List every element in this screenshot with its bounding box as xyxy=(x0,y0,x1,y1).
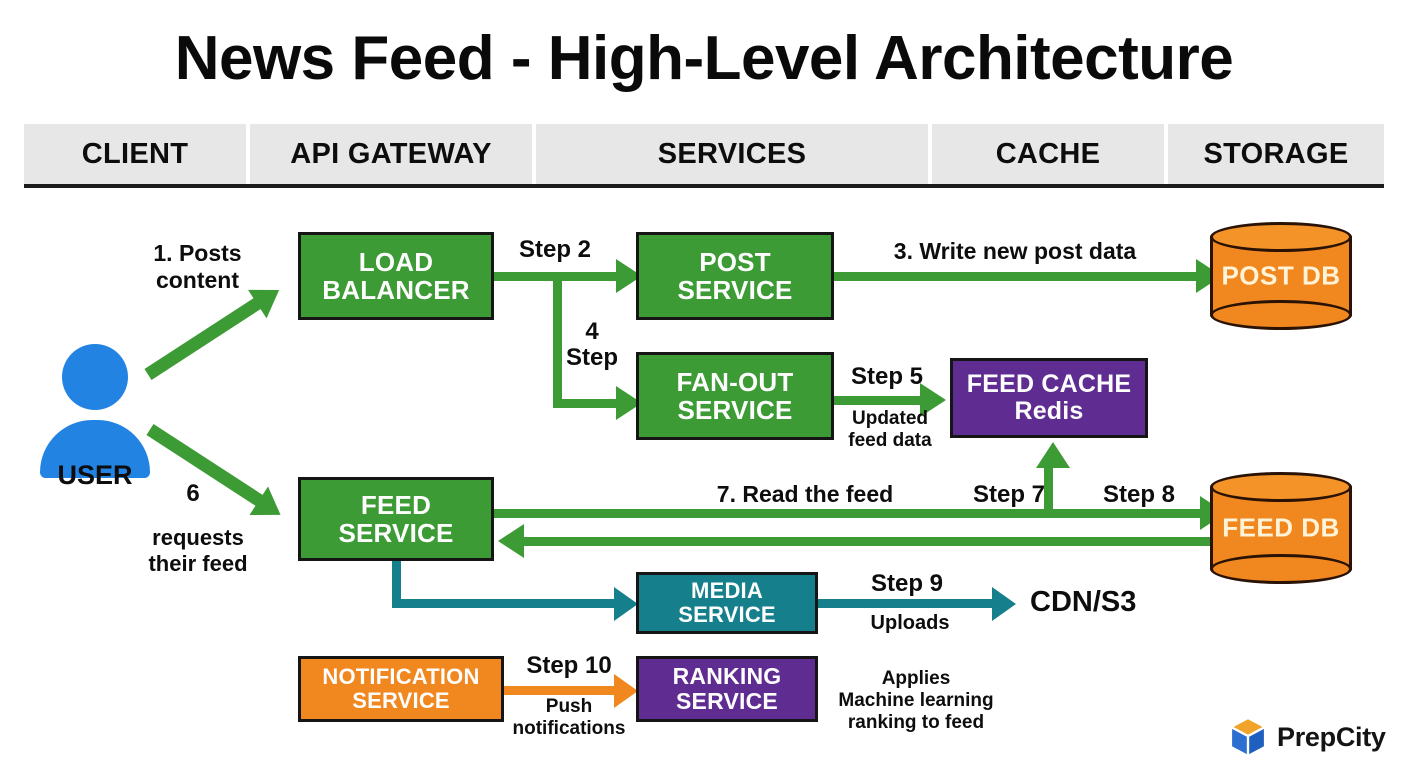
band-cell-services: SERVICES xyxy=(536,124,928,184)
label-push-notifications: Push notifications xyxy=(512,696,626,740)
node-media-service[interactable]: MEDIA SERVICE xyxy=(636,572,818,634)
label-posts-content: 1. Posts content xyxy=(153,240,242,293)
feed-db-top-ellipse xyxy=(1210,472,1352,502)
band-cell-storage: STORAGE xyxy=(1168,124,1384,184)
line-feed-service-to-feed-db xyxy=(494,509,1206,518)
label-requests-their-feed: requests their feed xyxy=(148,525,248,576)
avatar-user[interactable] xyxy=(40,344,150,478)
prepcity-cube-icon xyxy=(1228,716,1268,758)
line-lb-elbow-to-fanout xyxy=(553,399,616,408)
node-media-service-line1: MEDIA xyxy=(691,578,763,604)
band-cell-cache: CACHE xyxy=(932,124,1164,184)
label-step-5: Step 5 xyxy=(850,363,924,390)
arrowhead-media-service-icon xyxy=(614,587,638,621)
band-cell-api-gateway: API GATEWAY xyxy=(250,124,532,184)
line-lb-elbow-vertical xyxy=(553,272,562,408)
line-feed-service-elbow-to-media xyxy=(392,599,618,608)
node-ranking-service-line2: SERVICE xyxy=(676,688,778,714)
arrowhead-cdn-icon xyxy=(992,587,1016,621)
label-updated-feed-data: Updated feed data xyxy=(848,408,932,452)
header-underline xyxy=(24,184,1384,188)
node-media-service-line2: SERVICE xyxy=(678,602,776,627)
line-feed-db-to-feed-service xyxy=(524,537,1214,546)
label-step-10: Step 10 xyxy=(526,652,612,679)
label-ml-ranking: Applies Machine learning ranking to feed xyxy=(838,668,994,734)
label-step-4-number: 4 xyxy=(585,318,599,345)
node-post-service-line1: POST xyxy=(699,246,771,277)
node-notification-service-line1: NOTIFICATION xyxy=(322,664,480,690)
label-step-4-word: Step xyxy=(565,344,618,371)
line-media-to-cdn xyxy=(818,599,994,608)
node-feed-cache[interactable]: FEED CACHE Redis xyxy=(950,358,1148,438)
line-post-service-to-post-db xyxy=(834,272,1200,281)
arrowhead-feed-service-return-icon xyxy=(498,524,524,558)
arrowhead-icon xyxy=(249,486,291,529)
node-notification-service-line2: SERVICE xyxy=(352,688,450,713)
layer-header-band: CLIENT API GATEWAY SERVICES CACHE STORAG… xyxy=(24,124,1384,184)
arrowhead-feed-cache-icon xyxy=(920,383,946,417)
line-feed-db-path-to-cache xyxy=(1044,466,1053,518)
node-feed-cache-line1: FEED CACHE xyxy=(966,370,1132,398)
node-notification-service[interactable]: NOTIFICATION SERVICE xyxy=(298,656,504,722)
label-uploads: Uploads xyxy=(870,612,950,634)
node-feed-service-line1: FEED xyxy=(360,489,432,520)
label-step-2: Step 2 xyxy=(518,236,592,263)
arrowhead-ranking-icon xyxy=(614,674,638,708)
post-db-bottom-ellipse xyxy=(1210,300,1352,330)
post-db-top-ellipse xyxy=(1210,222,1352,252)
node-load-balancer-line1: LOAD xyxy=(358,246,434,277)
brand-name: PrepCity xyxy=(1277,721,1386,752)
brand-logo[interactable]: PrepCity xyxy=(1228,716,1386,758)
node-fanout-service-line2: SERVICE xyxy=(677,395,793,425)
node-ranking-service-line1: RANKING xyxy=(672,663,782,690)
user-label: USER xyxy=(57,460,133,490)
node-ranking-service[interactable]: RANKING SERVICE xyxy=(636,656,818,722)
label-read-the-feed: 7. Read the feed xyxy=(716,481,894,507)
label-write-new-post-data: 3. Write new post data xyxy=(893,238,1137,264)
band-cell-client: CLIENT xyxy=(24,124,246,184)
node-post-service-line2: SERVICE xyxy=(677,275,793,305)
line-feed-service-elbow-vertical xyxy=(392,560,401,604)
label-step-9: Step 9 xyxy=(870,570,944,597)
post-db-label: POST DB xyxy=(1221,260,1341,291)
node-cdn-s3[interactable]: CDN/S3 xyxy=(1030,586,1137,618)
node-feed-db[interactable]: FEED DB xyxy=(1210,472,1352,584)
line-fanout-to-feed-cache xyxy=(834,396,922,405)
node-post-db[interactable]: POST DB xyxy=(1210,222,1352,330)
feed-db-bottom-ellipse xyxy=(1210,554,1352,584)
line-notification-to-ranking xyxy=(504,686,616,695)
label-step-7: Step 7 xyxy=(972,481,1046,508)
node-fanout-service-line1: FAN-OUT xyxy=(676,366,794,397)
arrow-user-to-load-balancer xyxy=(144,275,289,380)
arrowhead-cache-up-icon xyxy=(1036,442,1070,468)
label-step-8: Step 8 xyxy=(1102,481,1176,508)
feed-db-label: FEED DB xyxy=(1222,512,1340,543)
node-post-service[interactable]: POST SERVICE xyxy=(636,232,834,320)
node-fanout-service[interactable]: FAN-OUT SERVICE xyxy=(636,352,834,440)
node-feed-service[interactable]: FEED SERVICE xyxy=(298,477,494,561)
node-feed-service-line2: SERVICE xyxy=(338,518,454,548)
node-feed-cache-line2: Redis xyxy=(1014,397,1084,425)
label-requests-number: 6 xyxy=(186,480,200,507)
node-load-balancer[interactable]: LOAD BALANCER xyxy=(298,232,494,320)
page-title: News Feed - High-Level Architecture xyxy=(174,24,1234,93)
node-load-balancer-line2: BALANCER xyxy=(322,275,470,305)
user-head-icon xyxy=(62,344,128,410)
